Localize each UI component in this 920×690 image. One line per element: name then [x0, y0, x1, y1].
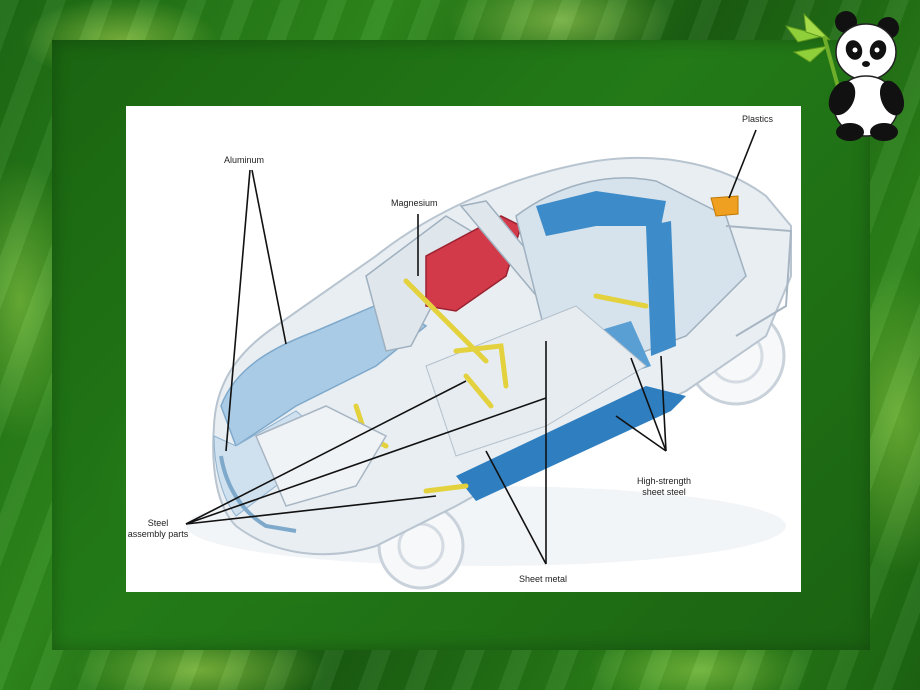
- car-body-illustration: [185, 129, 793, 590]
- label-high-strength-line1: High-strength: [636, 476, 692, 486]
- plastics-part: [710, 195, 739, 217]
- label-steel-assembly: Steel assembly parts: [126, 518, 190, 540]
- high-strength-steel-sill: [456, 386, 686, 501]
- label-high-strength-steel: High-strength sheet steel: [626, 476, 702, 498]
- front-frame: [255, 405, 388, 507]
- label-sheet-metal: Sheet metal: [519, 574, 568, 584]
- car-materials-diagram: Aluminum Magnesium Plastics Steel assemb…: [126, 106, 801, 592]
- front-bumper: [219, 455, 297, 533]
- high-strength-steel-upper: [536, 191, 666, 236]
- label-plastics: Plastics: [742, 114, 774, 124]
- label-aluminum: Aluminum: [224, 155, 265, 165]
- label-high-strength-line2: sheet steel: [642, 487, 686, 497]
- floor-pan: [425, 305, 647, 457]
- callout-lines: [185, 129, 757, 565]
- label-magnesium: Magnesium: [391, 198, 438, 208]
- panda-with-bamboo-icon: [784, 11, 904, 141]
- label-steel-line2: assembly parts: [127, 529, 189, 539]
- rear-frame: [725, 225, 793, 337]
- label-steel-line1: Steel: [147, 518, 169, 528]
- high-strength-steel-pillar: [646, 221, 676, 356]
